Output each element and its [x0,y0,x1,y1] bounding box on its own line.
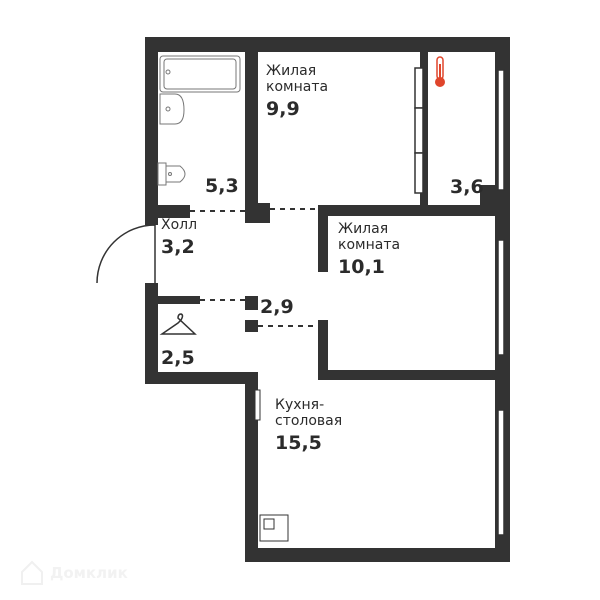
sink-icon [159,93,185,125]
svg-text:Домклик: Домклик [50,564,128,582]
domclick-watermark: Домклик [21,560,128,585]
living1-name: Жилая [266,63,316,79]
toilet-icon [157,162,186,186]
entrance-door [96,224,156,284]
living2-name: Жилая [338,221,388,237]
living1-area: 9,9 [266,98,300,120]
kitchen-name: Кухня- [275,397,324,413]
living2-name-2: комната [338,237,400,253]
kitchen-sink-icon [259,514,289,542]
bathroom-area: 5,3 [205,175,239,197]
bathtub-icon [159,55,241,93]
kitchen-area: 15,5 [275,432,322,454]
closet-area: 2,5 [161,347,195,369]
windows [254,67,505,536]
corridor-area: 2,9 [260,296,294,318]
hanger-icon [159,313,197,335]
living2-area: 10,1 [338,256,385,278]
hall-area: 3,2 [161,236,195,258]
thermometer-icon [435,56,445,87]
kitchen-name-2: столовая [275,413,342,429]
living1-name-2: комната [266,79,328,95]
hall-name: Холл [161,217,197,233]
balcony-area: 3,6 [450,176,484,198]
walls [145,37,510,562]
